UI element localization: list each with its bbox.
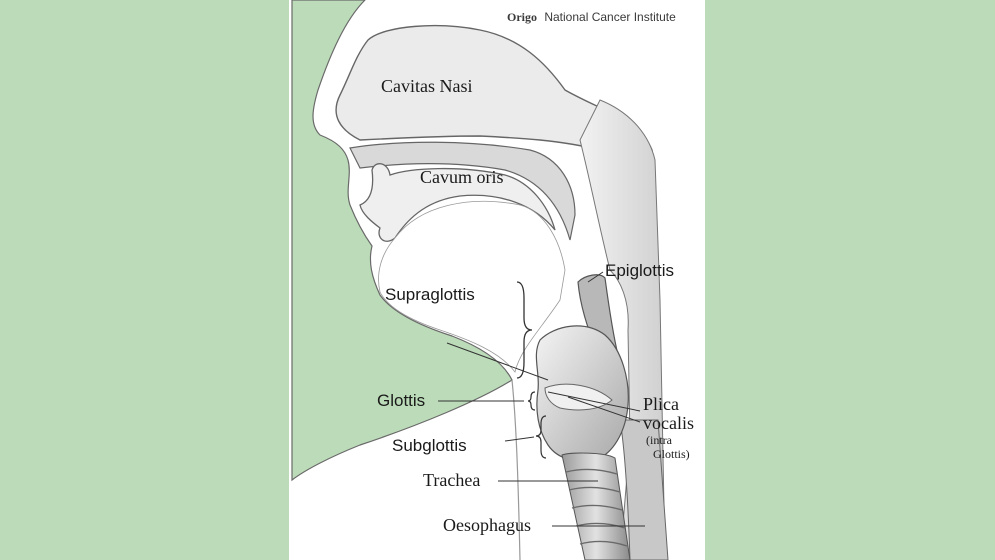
supraglottis-brace xyxy=(516,281,533,379)
oesophagus-tube xyxy=(619,419,669,560)
epiglottis-leader xyxy=(587,271,604,283)
credit-prefix: Origo xyxy=(507,10,537,24)
vocal-fold-shape xyxy=(544,383,613,411)
trachea-shape xyxy=(561,452,631,560)
subglottis-leader xyxy=(504,436,535,442)
neck-front-line xyxy=(511,379,521,560)
glottis-brace xyxy=(527,391,536,411)
plica-leader-2 xyxy=(567,396,641,423)
label-cavum-oris: Cavum oris xyxy=(420,167,504,187)
palate xyxy=(349,141,576,241)
label-oesophagus: Oesophagus xyxy=(443,515,531,535)
credit-text: Origo National Cancer Institute xyxy=(507,10,676,24)
oral-cavity-shape xyxy=(359,163,556,242)
label-supraglottis: Supraglottis xyxy=(385,285,475,304)
label-plica: Plica xyxy=(643,394,679,414)
face-exterior xyxy=(291,0,513,482)
label-glottis: Glottis xyxy=(377,391,425,410)
tongue xyxy=(378,200,566,373)
label-vocalis: vocalis xyxy=(643,413,694,433)
supraglottis-leader xyxy=(446,342,549,381)
credit-source: National Cancer Institute xyxy=(544,10,676,24)
label-epiglottis: Epiglottis xyxy=(605,261,674,280)
subglottis-brace xyxy=(535,415,547,459)
label-plica-note-2: Glottis) xyxy=(653,447,690,461)
plica-leader-1 xyxy=(547,391,641,412)
label-cavitas-nasi: Cavitas Nasi xyxy=(381,76,473,96)
label-plica-note-1: (intra xyxy=(646,433,673,447)
label-subglottis: Subglottis xyxy=(392,436,467,455)
label-trachea: Trachea xyxy=(423,470,480,490)
